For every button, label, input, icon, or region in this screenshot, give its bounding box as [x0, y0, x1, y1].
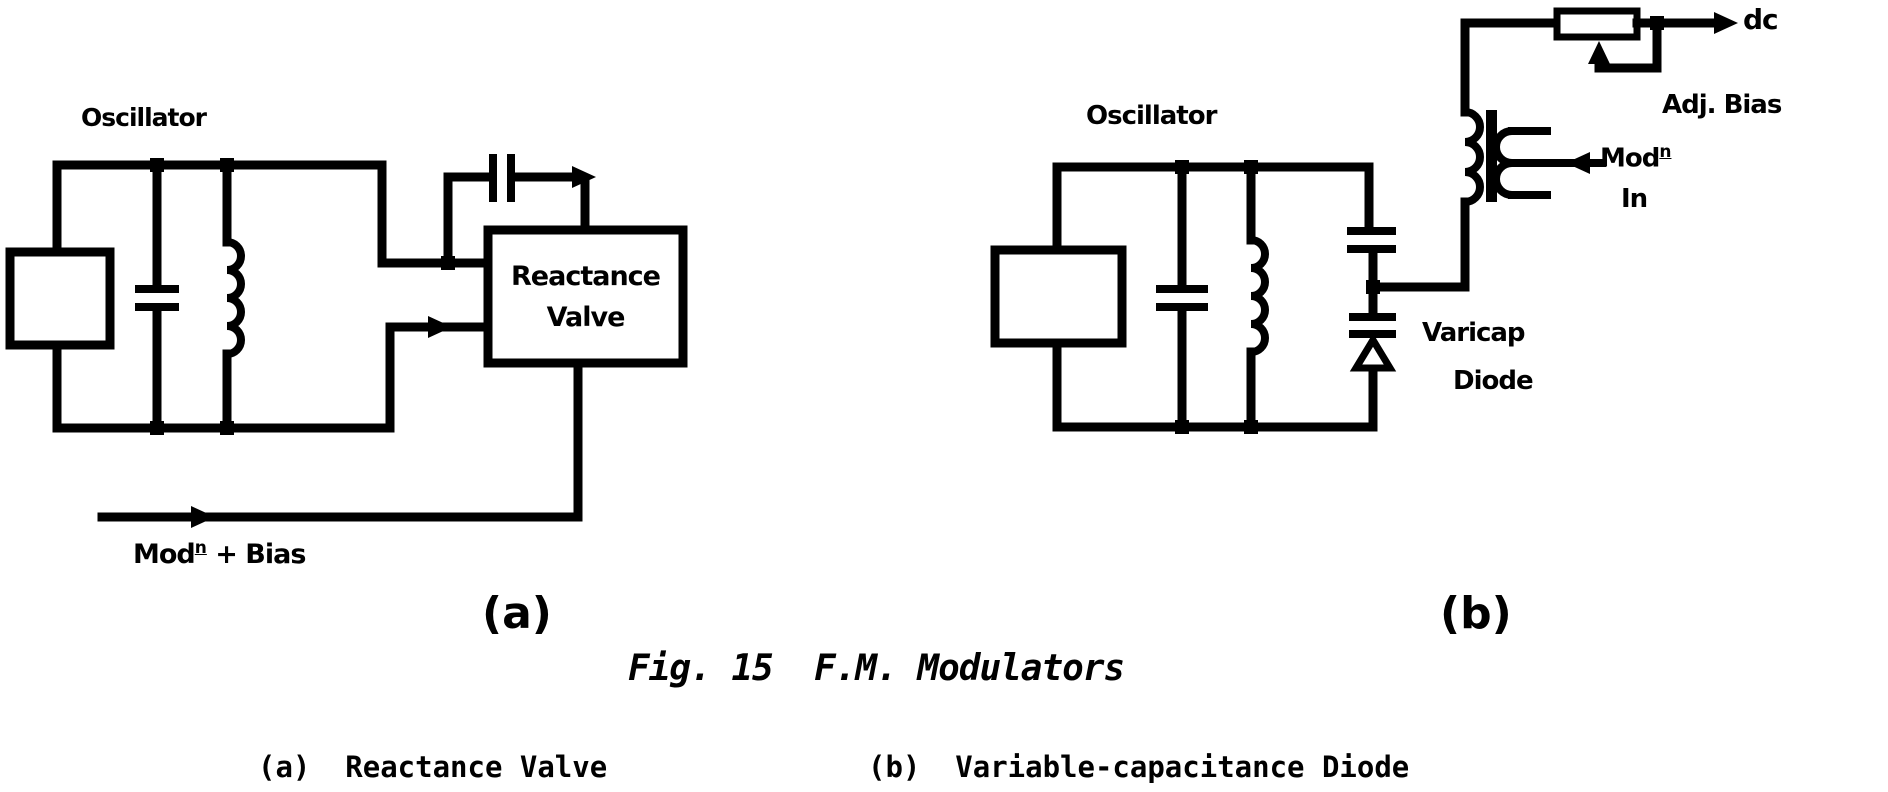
tank-capacitor-a — [135, 160, 179, 433]
resistor-body — [1553, 7, 1641, 41]
oscillator-block-a — [5, 247, 115, 350]
tank-inductor-b — [1246, 162, 1269, 432]
arrow-right-icon — [191, 506, 215, 528]
arrow-up-icon — [1588, 41, 1610, 64]
junction-dots-a — [150, 158, 455, 435]
arrow-right-icon — [1714, 12, 1738, 34]
tank-inductor-a — [222, 160, 245, 433]
circuit-b — [990, 7, 1738, 434]
primary-coil — [1460, 107, 1484, 207]
bias-potentiometer — [1553, 7, 1738, 73]
junction-dot — [1650, 16, 1664, 30]
oscillator-label-a: Oscillator — [81, 103, 207, 132]
junction-dots-b — [1175, 160, 1380, 434]
wire-bottom-rail-a — [52, 322, 493, 433]
varicap-diode-symbol — [1349, 286, 1397, 372]
mod-in-prefix: Mod — [1600, 143, 1660, 174]
wire-top-rail-a — [52, 160, 493, 268]
arrow-right-icon — [428, 316, 452, 338]
wire-bottom-rail-b — [1052, 338, 1378, 432]
series-capacitor-b — [1347, 227, 1396, 288]
circuit-a — [5, 154, 688, 528]
sub-caption-a: (a) Reactance Valve — [258, 750, 608, 784]
transformer-core — [1486, 110, 1497, 202]
mod-in-sup: n — [1659, 142, 1672, 162]
mod-bias-sup: n — [194, 538, 207, 558]
tank-capacitor-b — [1156, 162, 1208, 432]
oscillator-block-b — [990, 245, 1127, 348]
mod-bias-suffix: + Bias — [206, 539, 306, 570]
reactance-valve-line1: Reactance — [511, 260, 661, 292]
mod-in-label-line2: In — [1621, 184, 1648, 214]
subfigure-label-b: (b) — [1440, 588, 1512, 639]
mod-bias-label: Modn + Bias — [133, 538, 306, 570]
adj-bias-label: Adj. Bias — [1662, 90, 1782, 120]
reactance-valve-label: Reactance Valve — [488, 230, 683, 363]
transformer — [1460, 18, 1606, 292]
varicap-label-line1: Varicap — [1422, 318, 1526, 348]
dc-label: dc — [1743, 3, 1779, 36]
figure-caption: Fig. 15 F.M. Modulators — [628, 648, 1125, 689]
wire-mod-bias-a — [97, 358, 583, 522]
varicap-label-line2: Diode — [1453, 366, 1534, 396]
sub-caption-b: (b) Variable-capacitance Diode — [868, 750, 1410, 784]
coupling-capacitor-a — [489, 154, 515, 202]
oscillator-label-b: Oscillator — [1086, 101, 1217, 131]
reactance-valve-line2: Valve — [546, 301, 626, 333]
primary-lead-top — [1460, 18, 1562, 117]
wire-top-rail-b — [1052, 162, 1374, 255]
arrow-right-icon — [572, 166, 596, 188]
wire-cap-branch-a — [443, 172, 494, 268]
mod-in-label: Modn — [1600, 144, 1671, 172]
mod-bias-prefix: Mod — [133, 539, 196, 570]
reactance-valve-box — [483, 225, 688, 368]
arrow-left-icon — [1566, 152, 1590, 174]
subfigure-label-a: (a) — [482, 588, 552, 639]
